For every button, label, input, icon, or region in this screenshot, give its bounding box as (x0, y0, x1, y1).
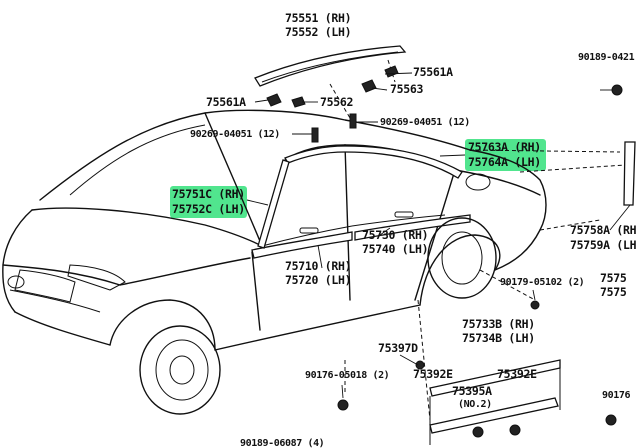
callout-75752C: 75752C (LH) (172, 202, 245, 216)
callout-75392E-right: 75392E (497, 367, 537, 381)
callout-75563: 75563 (390, 82, 423, 96)
roof-moulding-part (254, 45, 407, 87)
callout-75733B: 75733B (RH) (462, 317, 535, 331)
callout-75740: 75740 (LH) (362, 242, 428, 256)
callout-75759A: 75759A (LH) (570, 238, 638, 252)
callout-75552: 75552 (LH) (285, 25, 351, 39)
callout-75734B: 75734B (LH) (462, 331, 535, 345)
callout-75561A-right: 75561A (413, 65, 453, 79)
callout-90176-left: 90176-05018 (2) (305, 370, 389, 381)
pillar-garnish (623, 141, 636, 206)
callout-90189-top: 90189-0421 (578, 52, 635, 63)
car-outline (2, 109, 547, 415)
rocker-moulding (429, 359, 561, 445)
callout-7575-a: 7575 (600, 271, 627, 285)
callout-75764A: 75764A (LH) (468, 155, 541, 169)
callout-90269-left: 90269-04051 (12) (190, 129, 280, 140)
callout-75763A: 75763A (RH) (468, 140, 541, 154)
highlight-75751C (170, 186, 247, 218)
callout-75551: 75551 (RH) (285, 11, 351, 25)
callout-90176-right: 90176 (602, 390, 630, 401)
highlight-75763A (465, 139, 546, 171)
callout-90269-right: 90269-04051 (12) (380, 117, 470, 128)
callout-75562: 75562 (320, 95, 353, 109)
callout-7575-b: 7575 (600, 285, 627, 299)
callout-90189-bottom: 90189-06087 (4) (240, 438, 324, 448)
callout-75395A: 75395A (452, 384, 492, 398)
callout-75395A-note: (NO.2) (458, 399, 492, 410)
callout-75730: 75730 (RH) (362, 228, 428, 242)
guide-lines (329, 59, 626, 421)
callout-75392E-left: 75392E (413, 367, 453, 381)
leader-lines (246, 72, 631, 399)
callout-75758A: 75758A (RH) (570, 223, 638, 237)
clip-icons (266, 65, 623, 438)
callout-90179: 90179-05102 (2) (500, 277, 584, 288)
callout-75720: 75720 (LH) (285, 273, 351, 287)
callout-75710: 75710 (RH) (285, 259, 351, 273)
callout-75561A-left: 75561A (206, 95, 246, 109)
callout-75751C: 75751C (RH) (172, 187, 245, 201)
callout-75397D: 75397D (378, 341, 418, 355)
window-frame-moulding (257, 145, 463, 249)
